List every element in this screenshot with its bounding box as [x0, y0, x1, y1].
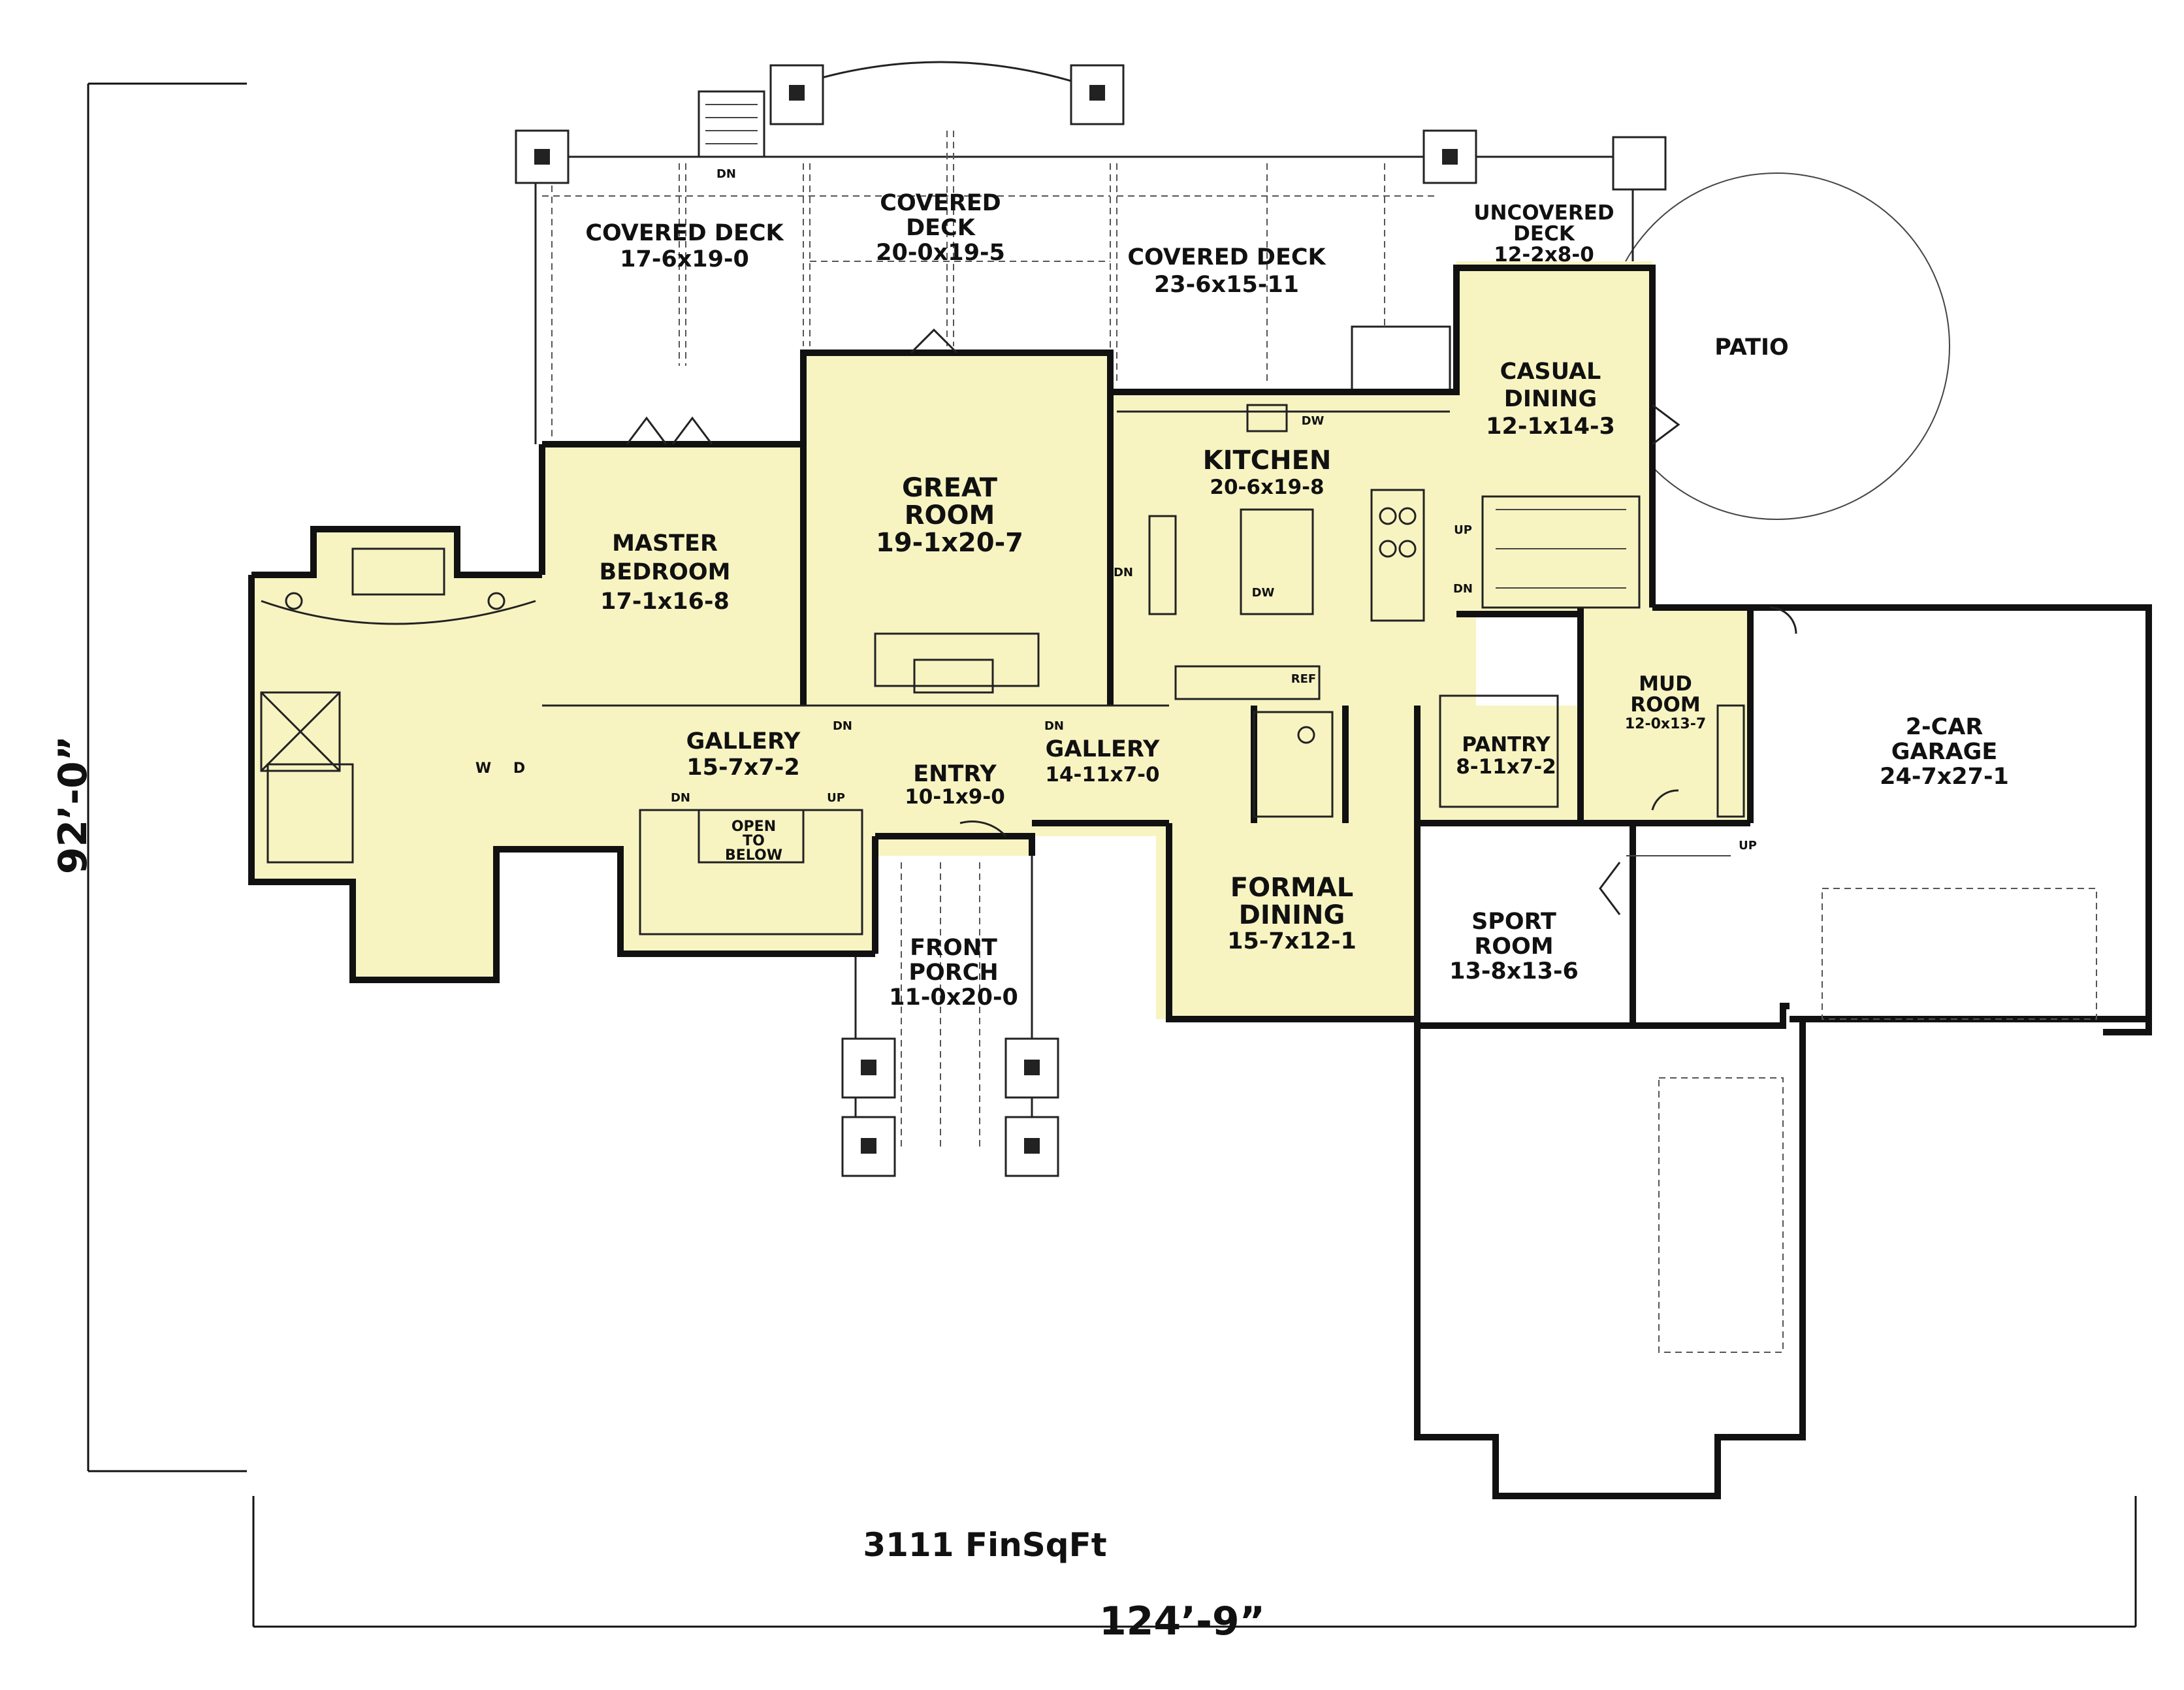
casual-dining-size: 12-1x14-3 — [1486, 414, 1615, 440]
annotations: DN DN DN DN DN DN UP UP UP DW DW REF W D — [475, 167, 1757, 853]
covered-deck-3-size: 23-6x15-11 — [1154, 272, 1299, 298]
great-room-name-l2: ROOM — [905, 500, 995, 530]
great-room-size: 19-1x20-7 — [876, 528, 1023, 558]
depth-dimension: 92’-0” — [50, 736, 96, 874]
garage-size: 24-7x27-1 — [1880, 764, 2009, 790]
covered-deck-3-name: COVERED DECK — [1127, 244, 1326, 270]
fixtures — [260, 404, 1745, 935]
great-room-name-l1: GREAT — [902, 473, 998, 503]
sport-room-size: 13-8x13-6 — [1449, 958, 1579, 984]
dn-label: DN — [1114, 566, 1133, 579]
open-to-below-l3: BELOW — [725, 847, 782, 864]
interior-fill — [251, 261, 1750, 1019]
uncovered-deck-name-l2: DECK — [1513, 222, 1575, 246]
dimension-lines — [87, 82, 2137, 1628]
covered-deck-2-name-l2: DECK — [906, 215, 976, 241]
ref-label: REF — [1291, 672, 1316, 686]
room-labels: COVERED DECK 17-6x19-0 COVERED DECK 20-0… — [585, 190, 2009, 1011]
dw-label: DW — [1302, 414, 1325, 428]
front-porch-name-l1: FRONT — [910, 935, 997, 961]
sport-room-name-l2: ROOM — [1474, 934, 1553, 960]
gallery-right-name: GALLERY — [1046, 736, 1160, 762]
gallery-left-name: GALLERY — [686, 728, 801, 755]
uncovered-deck-name-l1: UNCOVERED — [1473, 201, 1614, 225]
dn-label: DN — [716, 167, 736, 181]
formal-dining-name-l2: DINING — [1239, 900, 1345, 930]
up-label: UP — [827, 791, 845, 805]
plan-dimensions: 3111 FinSqFt 124’-9” 92’-0” — [50, 736, 1265, 1644]
covered-deck-2-size: 20-0x19-5 — [876, 240, 1005, 266]
total-area: 3111 FinSqFt — [863, 1526, 1106, 1564]
sport-room-name-l1: SPORT — [1471, 909, 1556, 935]
up-label: UP — [1739, 839, 1757, 853]
entry-name: ENTRY — [913, 761, 997, 787]
washer-label: W — [475, 760, 491, 777]
dn-label: DN — [1453, 582, 1473, 596]
casual-dining-name-l1: CASUAL — [1500, 359, 1601, 385]
dn-label: DN — [833, 719, 852, 733]
garage-name-l2: GARAGE — [1891, 739, 1998, 765]
gallery-left-size: 15-7x7-2 — [686, 755, 799, 781]
master-bedroom-name-l1: MASTER — [612, 530, 718, 557]
master-bedroom-name-l2: BEDROOM — [600, 559, 731, 585]
covered-deck-1-size: 17-6x19-0 — [620, 246, 749, 272]
covered-deck-1-name: COVERED DECK — [585, 220, 784, 246]
up-label: UP — [1454, 523, 1472, 537]
mud-room-name-l1: MUD — [1639, 672, 1692, 696]
dn-label: DN — [671, 791, 690, 805]
kitchen-size: 20-6x19-8 — [1210, 476, 1324, 499]
master-bedroom-size: 17-1x16-8 — [600, 589, 730, 615]
dw-label: DW — [1252, 586, 1275, 600]
garage-details — [1626, 855, 2097, 1353]
kitchen-name: KITCHEN — [1203, 446, 1332, 476]
gallery-right-size: 14-11x7-0 — [1045, 763, 1159, 787]
walls — [248, 265, 2152, 1499]
front-porch-size: 11-0x20-0 — [889, 984, 1018, 1011]
garage-name-l1: 2-CAR — [1906, 714, 1983, 740]
mud-room-name-l2: ROOM — [1630, 693, 1700, 717]
dryer-label: D — [513, 760, 525, 777]
open-to-below-l2: TO — [743, 833, 765, 849]
entry-size: 10-1x9-0 — [905, 785, 1005, 809]
casual-dining-name-l2: DINING — [1504, 386, 1597, 412]
pantry-size: 8-11x7-2 — [1456, 755, 1556, 779]
dn-label: DN — [1044, 719, 1064, 733]
patio-name: PATIO — [1714, 334, 1788, 361]
mud-room-size: 12-0x13-7 — [1625, 716, 1706, 732]
deck-posts — [515, 64, 1667, 1177]
formal-dining-size: 15-7x12-1 — [1227, 928, 1357, 954]
width-dimension: 124’-9” — [1099, 1599, 1265, 1644]
front-porch-name-l2: PORCH — [908, 960, 998, 986]
pantry-name: PANTRY — [1462, 733, 1550, 756]
uncovered-deck-size: 12-2x8-0 — [1494, 243, 1594, 267]
covered-deck-2-name-l1: COVERED — [880, 190, 1001, 216]
open-to-below-l1: OPEN — [731, 819, 776, 835]
formal-dining-name-l1: FORMAL — [1230, 873, 1353, 903]
doors — [626, 328, 1797, 915]
